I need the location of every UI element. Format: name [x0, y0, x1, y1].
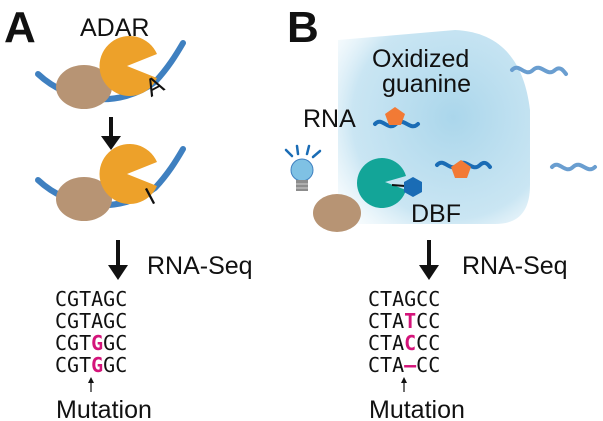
sequence-row: CTACCC [368, 331, 440, 355]
mutation-label-b: Mutation [369, 396, 465, 421]
sequence-row: CGTGGC [55, 331, 127, 355]
down-arrow-icon-head [108, 265, 128, 280]
sequence-list-a: CGTAGC CGTAGC CGTGGC CGTGGC [55, 287, 127, 377]
rna-seq-label-a: RNA-Seq [147, 252, 253, 280]
sequence-list-b: CTAGCC CTATCC CTACCC CTA–CC [368, 287, 440, 377]
adar-enzyme-top [99, 35, 157, 96]
sequence-row: CTA–CC [368, 353, 440, 377]
up-arrow-icon-head [88, 377, 94, 383]
rna-label: RNA [303, 105, 356, 133]
rna-fragment [550, 162, 597, 172]
rna-fragment [510, 65, 568, 76]
sequence-row: CTATCC [368, 309, 440, 333]
down-arrow-icon-head [101, 136, 121, 150]
panel-b-letter: B [287, 3, 319, 52]
dbf-probe [404, 177, 422, 197]
up-arrow-icon-head [401, 377, 407, 383]
oxidized-label-line1: Oxidized [372, 45, 469, 73]
mutation-label-a: Mutation [56, 396, 152, 421]
dbf-label: DBF [411, 200, 461, 228]
oxidized-guanine [385, 107, 405, 125]
ribosome-middle [56, 177, 112, 221]
dbf-linker [391, 184, 406, 187]
adar-enzyme-middle [99, 144, 157, 204]
oxidized-label-line2: guanine [382, 70, 471, 98]
ribosome-top [56, 65, 112, 109]
rna-fragment [435, 160, 492, 170]
sequence-row: CGTAGC [55, 287, 127, 311]
dbf-binder [357, 157, 406, 209]
ribosome-b [313, 194, 361, 232]
rna-seq-label-b: RNA-Seq [462, 252, 568, 280]
panel-a-letter: A [4, 3, 36, 52]
light-bulb-icon [284, 144, 322, 191]
oxidized-guanine [451, 160, 471, 178]
sequence-row: CTAGCC [368, 287, 440, 311]
sequence-row: CGTGGC [55, 353, 127, 377]
sequence-row: CGTAGC [55, 309, 127, 333]
down-arrow-icon-head [419, 265, 439, 280]
